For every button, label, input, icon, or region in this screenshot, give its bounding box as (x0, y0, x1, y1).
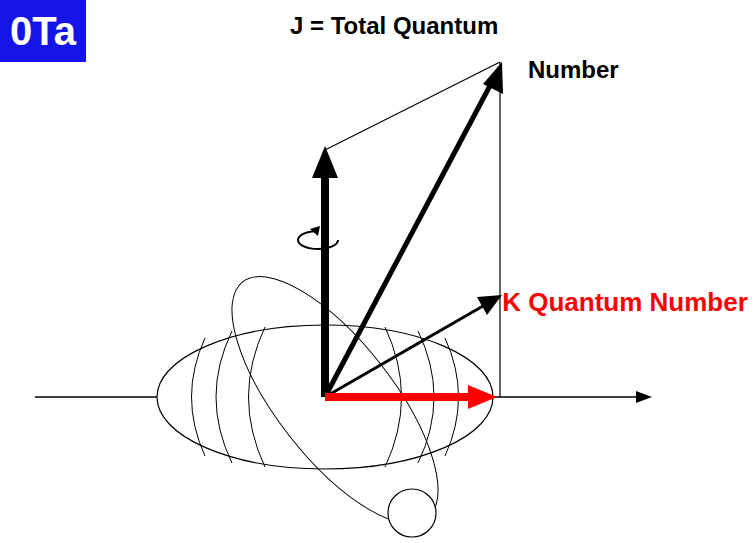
total-quantum-label: J = Total Quantum Number (290, 12, 619, 83)
wrap-spacer (585, 4, 640, 48)
title-box: 0Ta (0, 0, 86, 62)
rotation-arrowhead (312, 146, 338, 178)
k-quantum-label: K Quantum Number (500, 282, 750, 322)
k-arrowhead (468, 385, 497, 409)
intrinsic-vector (325, 306, 483, 397)
k-quantum-label: K Quantum Number (502, 287, 748, 317)
orbiting-particle (388, 489, 436, 537)
construction-line (499, 62, 500, 397)
rotation-circle-head (310, 226, 320, 236)
orbit-ellipse (197, 246, 473, 543)
title-text: 0Ta (10, 8, 76, 54)
k-vector (325, 393, 470, 401)
total-quantum-label: J = Total Quantum Number (290, 4, 640, 92)
rotation-vector (321, 172, 329, 397)
j-arrowhead (483, 62, 503, 94)
wrap-spacer (290, 48, 528, 92)
j-vector (325, 80, 493, 397)
axis-arrowhead (636, 391, 652, 403)
construction-line (325, 62, 500, 150)
intrinsic-arrowhead (477, 295, 502, 315)
symmetry-axis (35, 396, 640, 398)
